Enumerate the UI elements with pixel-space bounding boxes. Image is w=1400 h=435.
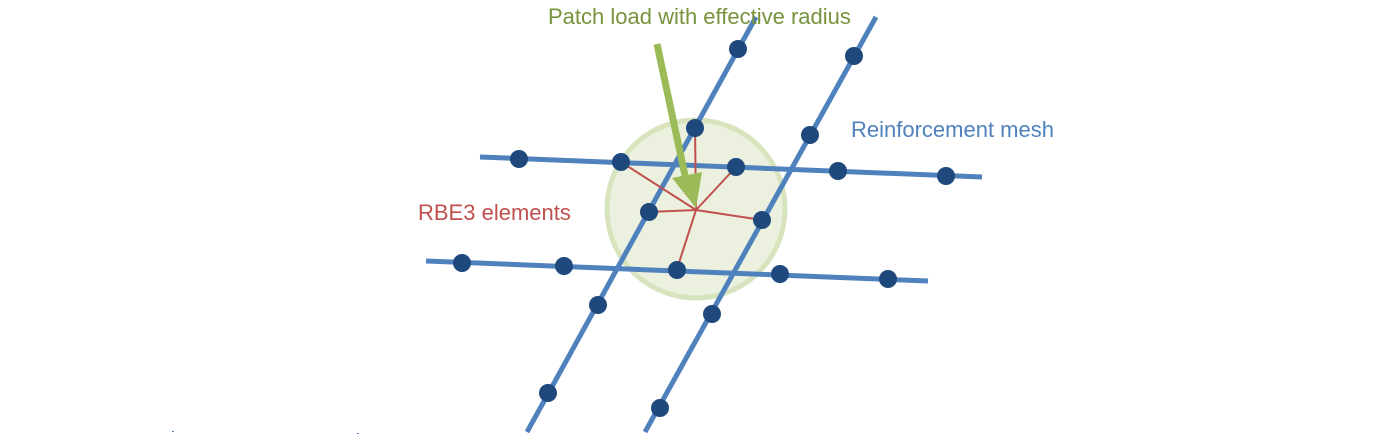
mesh-nodes [453, 40, 955, 417]
load-arrow [653, 43, 702, 208]
rbe3-elements [620, 127, 763, 270]
rbe3-leg [620, 161, 697, 211]
node [640, 203, 658, 221]
node [651, 399, 669, 417]
node [729, 40, 747, 58]
stray-mark [357, 433, 359, 434]
load-arrow-head [672, 172, 702, 208]
node [801, 126, 819, 144]
node [829, 162, 847, 180]
node [727, 158, 745, 176]
rbe3-label: RBE3 elements [418, 200, 571, 225]
node [937, 167, 955, 185]
rbe3-leg [695, 209, 763, 221]
node [668, 261, 686, 279]
node [555, 257, 573, 275]
node [879, 270, 897, 288]
node [612, 153, 630, 171]
node [589, 296, 607, 314]
node [453, 254, 471, 272]
node [703, 305, 721, 323]
rbe3-leg [695, 166, 737, 211]
node [753, 211, 771, 229]
stray-mark [172, 431, 174, 432]
patch-load-label: Patch load with effective radius [548, 4, 851, 29]
node [771, 265, 789, 283]
rbe3-leg [676, 209, 697, 270]
reinforcement-mesh-label: Reinforcement mesh [851, 117, 1054, 142]
load-arrow-shaft [653, 43, 690, 181]
node [686, 119, 704, 137]
mesh-line-left-diagonal [524, 15, 759, 434]
node [510, 150, 528, 168]
node [845, 47, 863, 65]
node [539, 384, 557, 402]
